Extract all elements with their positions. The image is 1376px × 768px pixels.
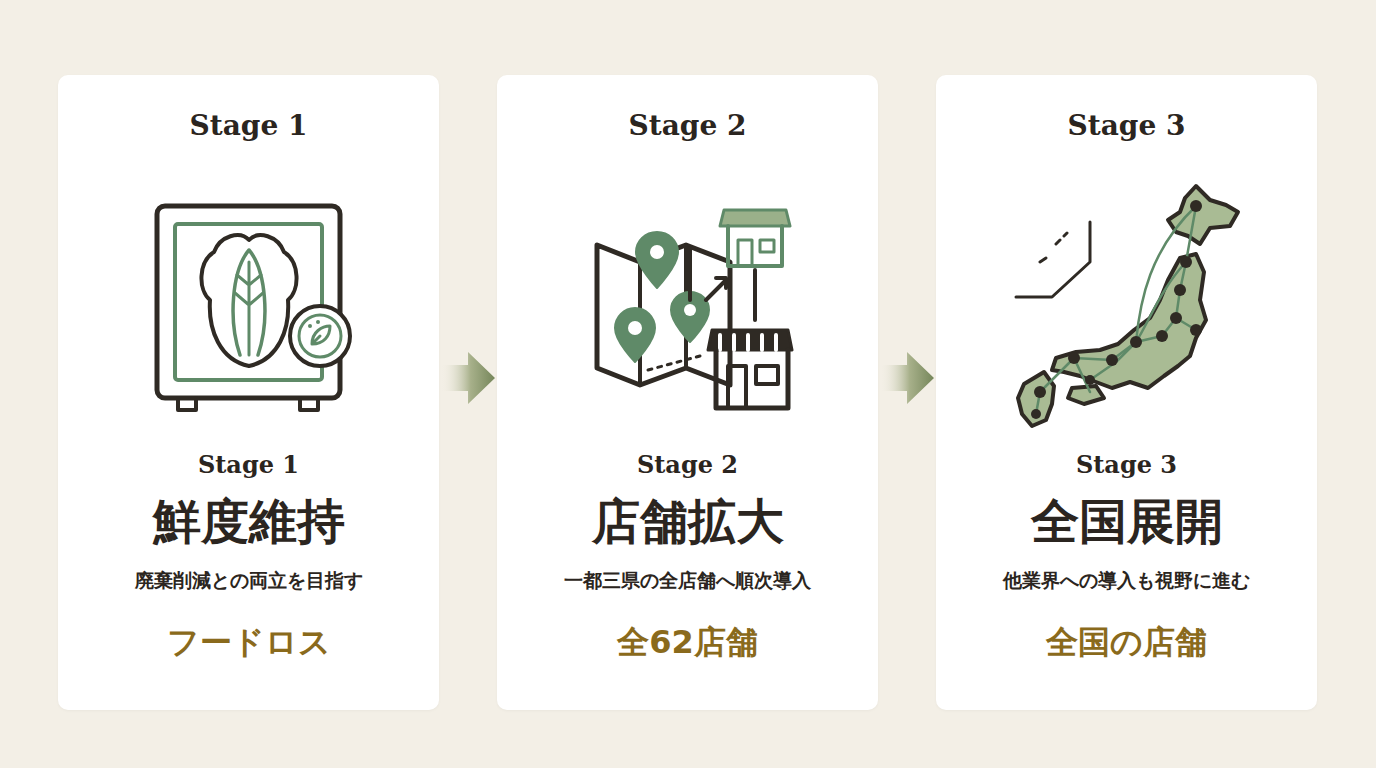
- arrow-shape: [880, 352, 934, 404]
- stage-description: 廃棄削減との両立を目指す: [58, 568, 439, 592]
- stage-card: Stage 2 Stage 2 店舗拡大一都三県の全店舗へ順次導入全62店舗: [497, 75, 878, 710]
- stage-label: Stage 1: [58, 108, 439, 143]
- stage-highlight: 全62店舗: [497, 622, 878, 662]
- stage-description: 他業界への導入も視野に進む: [936, 568, 1317, 592]
- stage-label: Stage 2: [497, 108, 878, 143]
- stage-card: Stage 3 Stage 3 全国展開他業界への導入も視野に進む全国の店舗: [936, 75, 1317, 710]
- stage-description: 一都三県の全店舗へ順次導入: [497, 568, 878, 592]
- japan-map-icon: [1016, 186, 1238, 426]
- stage-label: Stage 3: [936, 108, 1317, 143]
- flow-arrow: [880, 352, 934, 404]
- stage-title: 全国展開: [936, 491, 1317, 551]
- stage-label: Stage 2: [497, 450, 878, 480]
- arrow-shape: [441, 352, 495, 404]
- fridge-icon: [157, 206, 350, 410]
- stage-label: Stage 1: [58, 450, 439, 480]
- stage-label: Stage 3: [936, 450, 1317, 480]
- flow-arrow: [441, 352, 495, 404]
- stage-title: 鮮度維持: [58, 491, 439, 551]
- stage-card: Stage 1 Stage 1 鮮度維持廃棄削減との両立を目指すフードロス: [58, 75, 439, 710]
- stage-highlight: 全国の店舗: [936, 622, 1317, 662]
- store-map-icon: [597, 210, 792, 408]
- stage-highlight: フードロス: [58, 622, 439, 662]
- stage-title: 店舗拡大: [497, 491, 878, 551]
